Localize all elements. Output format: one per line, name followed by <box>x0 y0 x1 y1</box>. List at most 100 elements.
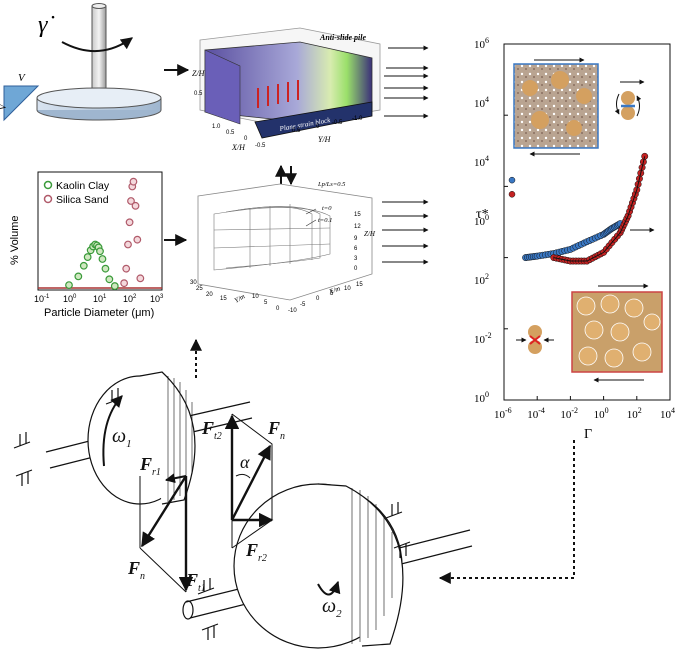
rotation-arrow-small <box>636 95 642 117</box>
rheology-data-marks <box>503 43 671 401</box>
kaolin-point <box>96 247 104 256</box>
ticks-x-top: 1.0 0.5 0 -0.5 <box>212 124 266 149</box>
contact-particle <box>621 91 635 105</box>
tick: 15 <box>354 212 361 218</box>
shaft-end <box>182 600 194 620</box>
cross-mark <box>529 335 541 345</box>
tick: 15 <box>356 282 363 288</box>
tick: 3 <box>354 256 358 262</box>
arrows-top-sim <box>384 45 429 119</box>
velocity-label: V <box>18 72 26 84</box>
psd-xtick: 102 <box>123 294 137 304</box>
fr1-label: Fr1 <box>139 454 161 478</box>
psd-chart: % Volume Particle Diameter (μm) Kaolin C… <box>9 171 164 319</box>
bearing-symbol <box>393 541 411 558</box>
legend-kaolin: Kaolin Clay <box>56 180 110 192</box>
axis-y-top: Y/H <box>318 135 332 144</box>
anti-slide-piles <box>257 80 299 108</box>
rheo-ytick: 10-2 <box>474 331 492 346</box>
omega2-arrow <box>317 580 341 596</box>
ft2-label: Ft2 <box>201 418 222 442</box>
particle <box>566 120 582 136</box>
rotation-arrow-small <box>614 93 620 115</box>
sand-point <box>120 279 129 288</box>
dotted-arrow-chart-to-gears <box>438 440 575 584</box>
tick: 1.0 <box>212 124 221 130</box>
psd-ylabel: % Volume <box>9 215 21 265</box>
rheo-ytick: 100 <box>474 390 489 405</box>
tick: 10 <box>344 286 351 292</box>
rheo-xtick: 102 <box>627 406 642 421</box>
rheo-outlier-red <box>508 191 516 198</box>
sand-point <box>136 274 145 283</box>
particle <box>624 298 644 318</box>
arrows-bottom-sim <box>382 199 429 265</box>
particle <box>576 296 596 316</box>
tick-z-top: 0.5 <box>194 91 203 97</box>
sim-top-left-wall <box>204 49 241 125</box>
tick: -10 <box>288 308 297 314</box>
psd-xtick: 103 <box>150 294 164 304</box>
psd-xtick: 100 <box>63 294 77 304</box>
omega1-label: ω1 <box>112 425 132 450</box>
particle <box>576 88 592 104</box>
particle <box>632 342 652 362</box>
velocity-label-small: V <box>0 103 8 110</box>
tick: -5 <box>300 302 306 308</box>
contact-particle <box>621 106 635 120</box>
label-antislide: Anti-slide pile <box>319 33 366 42</box>
ticks-y-top: 0.5 0 -0.5 -1.0 <box>292 116 363 134</box>
simulation-bottom: Lp/Ls=0.5 t=0 t=0.1 Z/H 15 12 9 6 3 0 Y/… <box>190 181 376 314</box>
contact-particle <box>528 340 542 354</box>
psd-chart-frame <box>37 171 163 291</box>
fn-right-arrow <box>230 444 272 521</box>
sim-bottom-box <box>197 183 373 301</box>
rheo-xtick: 10-2 <box>560 406 578 421</box>
rheometer-plate-top <box>36 87 162 109</box>
tick: 0 <box>276 306 280 312</box>
sim-bottom-wireframe <box>213 204 331 271</box>
kaolin-point <box>98 255 107 263</box>
tick: 12 <box>354 224 361 230</box>
fn-left-label: Fn <box>127 558 145 582</box>
inset-bottom-micrograph <box>571 283 663 383</box>
wire-line <box>213 227 331 231</box>
sim-top-plane-strain-block <box>254 101 373 139</box>
kaolin-point <box>74 272 83 281</box>
gear-labels: ω1 ω2 Fr1 Fn Ft1 Ft2 α Fn Fr2 <box>112 418 342 620</box>
wire-line <box>237 206 313 260</box>
kaolin-point <box>83 253 92 261</box>
rheo-ytick: 100 <box>474 213 489 228</box>
tick: 6 <box>354 246 358 252</box>
sand-point <box>125 218 134 227</box>
tick: -0.5 <box>332 120 343 126</box>
tick: 30 <box>190 280 197 286</box>
particle <box>584 320 604 340</box>
inset-bottom-contact <box>516 325 554 354</box>
gear-2-rim <box>317 483 404 647</box>
psd-xticks: 10-1 100 101 102 103 <box>34 294 164 304</box>
axis-z-top: Z/H <box>192 69 206 78</box>
inset-top-contact <box>614 79 645 120</box>
ticks-z-bottom: 15 12 9 6 3 0 <box>354 212 361 272</box>
dotted-connectors <box>190 338 575 584</box>
tick: 0 <box>316 296 320 302</box>
rheometer-schematic: γ̇ V V <box>0 3 162 122</box>
axis-x-top: X/H <box>231 143 246 152</box>
particle <box>604 348 624 368</box>
tick: 0 <box>316 124 320 130</box>
alpha-label: α <box>240 452 250 472</box>
tick: 0 <box>354 266 358 272</box>
tick: -0.5 <box>255 143 266 149</box>
axis-y-bottom: Y/m <box>233 292 246 304</box>
wire-surface <box>213 207 331 271</box>
fr1-arrow <box>165 473 187 484</box>
rheo-outlier-blue <box>508 176 516 184</box>
sand-point <box>129 177 138 186</box>
fn-right-label: Fn <box>267 418 285 442</box>
bearing-symbol <box>13 432 31 449</box>
bearing-symbol <box>201 623 219 640</box>
